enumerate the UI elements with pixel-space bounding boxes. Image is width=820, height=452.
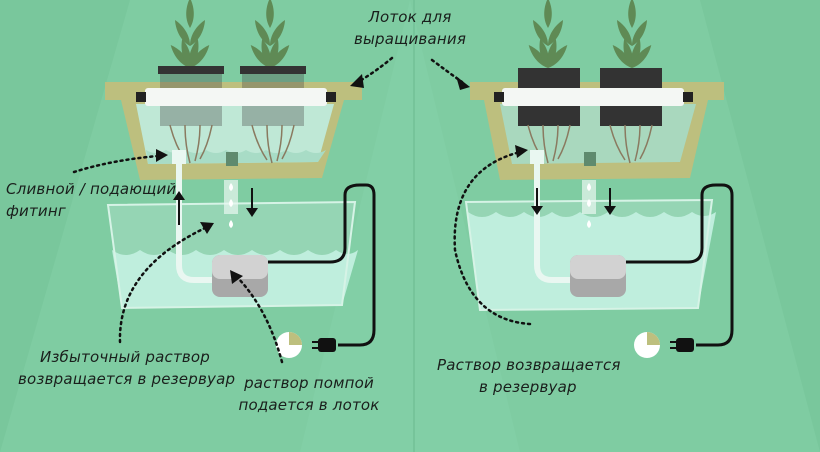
left-feed-tube — [176, 164, 215, 283]
background-shade-left — [0, 0, 130, 452]
label-drain-fitting-line-1: Сливной / подающий — [6, 180, 177, 198]
leader-drain-fitting — [72, 149, 168, 174]
label-grow-tray-line-2: выращивания — [353, 30, 467, 48]
left-pot-rim-1 — [158, 66, 224, 74]
right-drop-2 — [587, 199, 591, 207]
label-pump-feed-line-2: подается в лоток — [238, 396, 380, 414]
label-grow-tray-line-1: Лоток для — [368, 8, 452, 26]
left-drop-3 — [229, 220, 233, 228]
label-solution-returns-line-2: в резервуар — [479, 378, 577, 396]
background-shade-right — [700, 0, 820, 452]
label-drain-fitting: Сливной / подающий фитинг — [6, 178, 176, 222]
left-drop-2 — [229, 199, 233, 207]
right-arrow-down-2 — [604, 188, 616, 215]
leader-grow-tray-left — [350, 56, 394, 88]
right-pump-cable — [626, 183, 734, 347]
right-plug — [670, 338, 694, 352]
right-roots-2 — [609, 124, 653, 164]
right-drop-3 — [587, 220, 591, 228]
label-excess-solution-line-1: Избыточный раствор — [39, 348, 211, 366]
left-drain-fitting — [172, 150, 186, 164]
leader-pump-feed — [230, 270, 284, 364]
left-pot-rim-2 — [240, 66, 306, 74]
left-light-bar — [145, 88, 327, 106]
left-light-bar-end-l — [136, 92, 146, 102]
left-system — [105, 0, 376, 358]
right-timer-icon — [634, 332, 660, 358]
left-plug — [312, 338, 336, 352]
label-excess-solution: Избыточный раствор возвращается в резерв… — [18, 346, 236, 390]
left-overflow-fitting — [226, 152, 238, 166]
left-tray-inner-water — [136, 104, 334, 164]
background-shade-center — [300, 0, 520, 452]
right-feed-tube — [534, 164, 572, 283]
left-plant-2 — [247, 0, 293, 71]
label-solution-returns-line-1: Раствор возвращается — [437, 356, 621, 374]
left-pump-cable — [268, 183, 376, 347]
right-reservoir-outline — [464, 198, 714, 312]
leader-grow-tray-right — [430, 58, 470, 90]
label-pump-feed-line-1: раствор помпой — [244, 374, 374, 392]
right-system — [464, 0, 734, 358]
label-solution-returns: Раствор возвращается в резервуар — [437, 354, 621, 398]
left-timer-icon — [276, 332, 302, 358]
right-drop-1 — [587, 183, 591, 191]
left-overflow-pipe — [224, 180, 238, 214]
label-pump-feed: раствор помпой подается в лоток — [236, 372, 382, 416]
left-arrow-down — [246, 188, 258, 217]
right-light-bar-end-r — [683, 92, 693, 102]
right-light-bar-end-l — [494, 92, 504, 102]
left-pump-top — [212, 255, 268, 279]
right-overflow-pipe — [582, 180, 596, 214]
left-plant-1 — [167, 0, 213, 71]
right-overflow-fitting — [584, 152, 596, 166]
right-plant-2 — [609, 0, 655, 71]
label-grow-tray: Лоток для выращивания — [350, 6, 470, 50]
left-roots-2 — [251, 124, 295, 164]
left-arrow-up — [173, 191, 185, 225]
left-roots-1 — [169, 124, 213, 164]
right-drain-fitting — [530, 150, 544, 164]
label-drain-fitting-line-2: фитинг — [6, 202, 66, 220]
leader-solution-returns — [453, 145, 532, 326]
right-pump-top — [570, 255, 626, 279]
right-light-bar — [502, 88, 684, 106]
left-light-bar-end-r — [326, 92, 336, 102]
right-roots-1 — [527, 124, 571, 164]
left-drop-1 — [229, 183, 233, 191]
right-plant-1 — [525, 0, 571, 71]
left-reservoir-outline — [106, 200, 357, 310]
leader-excess-solution — [118, 222, 214, 344]
right-arrow-down-1 — [531, 188, 543, 215]
label-excess-solution-line-2: возвращается в резервуар — [18, 370, 236, 388]
